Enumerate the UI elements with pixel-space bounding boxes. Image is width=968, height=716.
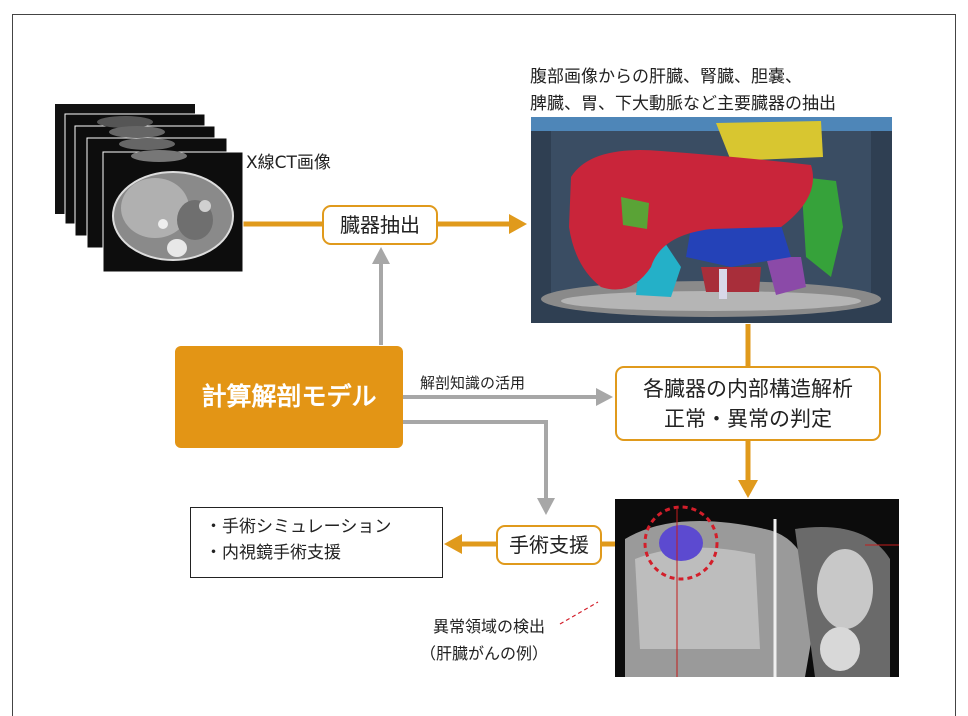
gray-head-to-surgery [537, 498, 555, 515]
organ-3d-render [531, 117, 892, 323]
arrow-head-to-3d [509, 214, 527, 234]
detection-ct-image [615, 499, 899, 677]
computational-anatomy-model-box: 計算解剖モデル [175, 346, 403, 448]
arrow-head-to-detection [738, 480, 758, 498]
application-item-simulation: ・手術シミュレーション [205, 514, 442, 540]
ct-slices-figure [55, 96, 245, 276]
structure-analysis-box: 各臓器の内部構造解析 正常・異常の判定 [615, 366, 881, 441]
application-item-endoscopy: ・内視鏡手術支援 [205, 540, 442, 566]
ct-image-label: X線CT画像 [246, 148, 331, 173]
organ-3d-figure [531, 117, 892, 323]
arrow-head-to-list [444, 534, 462, 554]
gray-arrow-model-to-surgery [402, 422, 546, 500]
detection-callout-line [560, 602, 598, 624]
extraction-caption-line2: 脾臓、胃、下大動脈など主要臓器の抽出 [530, 89, 836, 114]
gray-head-to-extraction [372, 247, 390, 264]
extraction-caption-line1: 腹部画像からの肝臓、腎臓、胆嚢、 [530, 62, 802, 87]
detection-caption-line1: 異常領域の検出 [433, 613, 545, 637]
detection-ct-figure [615, 499, 899, 677]
organ-extraction-box: 臓器抽出 [322, 205, 438, 245]
gray-head-to-analysis [596, 388, 613, 406]
anatomy-knowledge-label: 解剖知識の活用 [420, 372, 525, 393]
analysis-line2: 正常・異常の判定 [617, 404, 879, 434]
applications-list: ・手術シミュレーション ・内視鏡手術支援 [190, 507, 443, 578]
analysis-line1: 各臓器の内部構造解析 [617, 374, 879, 404]
surgery-support-box: 手術支援 [496, 525, 602, 565]
ct-image-stack [55, 96, 245, 276]
detection-caption-line2: （肝臓がんの例） [420, 640, 548, 664]
